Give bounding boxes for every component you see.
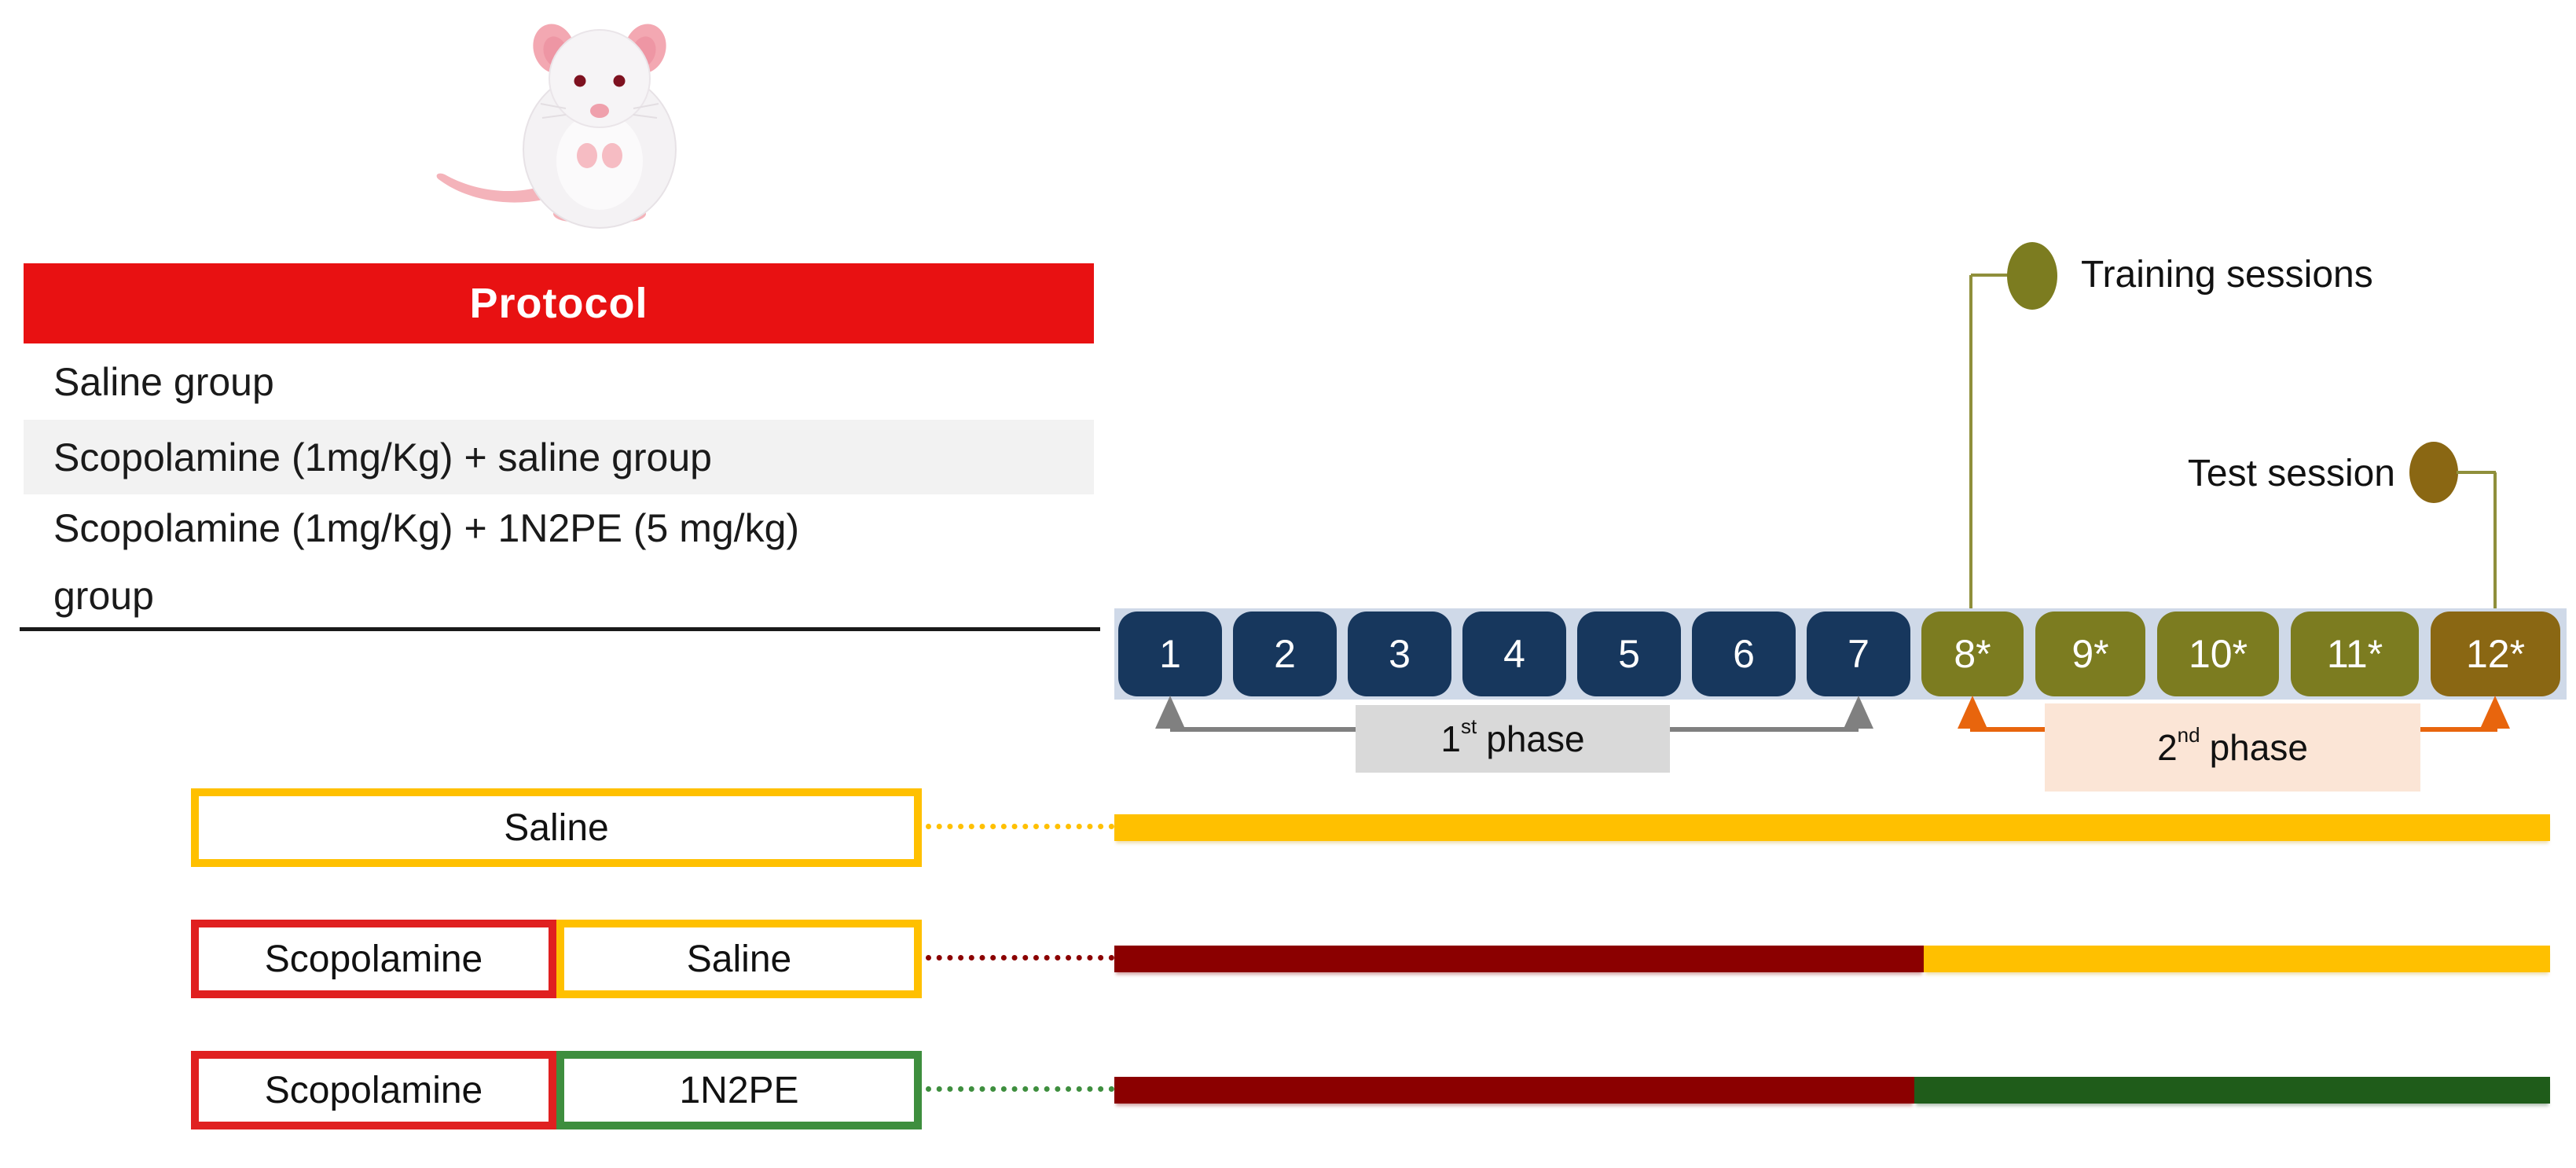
phase1-arrow-day7 [1844, 696, 1873, 729]
timeline-day-8: 8* [1921, 612, 2024, 696]
phase1-ordinal: st [1461, 714, 1477, 738]
group-box-saline: Saline [191, 788, 922, 867]
protocol-row-text: Scopolamine (1mg/Kg) + saline group [53, 435, 712, 479]
treatment-bar [1114, 814, 2550, 841]
group-row-3: Scopolamine 1N2PE [0, 1051, 2576, 1129]
phase1-number: 1 [1440, 718, 1461, 759]
protocol-table-header: Protocol [24, 263, 1094, 343]
dotted-connector [926, 824, 1114, 829]
table-bottom-border [20, 627, 1100, 631]
training-sessions-label: Training sessions [2081, 254, 2373, 296]
training-connector-line [1969, 275, 1972, 612]
timeline-day-9: 9* [2035, 612, 2145, 696]
phase2-number: 2 [2157, 727, 2178, 768]
day-label: 10* [2188, 632, 2248, 676]
bar-segment-dark_red [1114, 946, 1925, 972]
day-label: 12* [2465, 632, 2526, 676]
group-box-label: 1N2PE [679, 1069, 799, 1111]
bar-segment-yellow [1924, 946, 2550, 972]
day-label: 8* [1954, 632, 1991, 676]
group-box-label: Scopolamine [264, 938, 483, 980]
test-connector-line [2493, 472, 2497, 612]
phase2-bracket-line [1970, 727, 2045, 732]
treatment-bar [1114, 946, 2550, 972]
timeline-day-1: 1 [1118, 612, 1222, 696]
phase2-ordinal: nd [2177, 722, 2200, 747]
protocol-title: Protocol [469, 280, 648, 327]
day-label: 9* [2071, 632, 2109, 676]
timeline-day-2: 2 [1233, 612, 1337, 696]
bar-segment-yellow [1114, 814, 2550, 841]
test-connector-line [2457, 471, 2496, 474]
day-label: 3 [1389, 632, 1411, 676]
phase2-arrow-day12 [2480, 696, 2510, 729]
day-label: 1 [1159, 632, 1181, 676]
group-row-2: Scopolamine Saline [0, 920, 2576, 998]
phase1-word: phase [1486, 718, 1585, 759]
group-row-1: Saline [0, 788, 2576, 867]
training-sessions-dot [2007, 242, 2057, 310]
group-box-label: Scopolamine [264, 1069, 483, 1111]
timeline-day-4: 4 [1462, 612, 1566, 696]
day-label: 6 [1733, 632, 1755, 676]
day-label: 5 [1618, 632, 1640, 676]
bar-segment-dark_green [1914, 1077, 2550, 1104]
test-session-dot [2409, 442, 2458, 503]
protocol-table: Protocol Saline group Scopolamine (1mg/K… [24, 263, 1094, 630]
timeline-day-6: 6 [1692, 612, 1796, 696]
bar-segment-dark_red [1114, 1077, 1914, 1104]
dotted-connector [926, 1086, 1114, 1092]
rat-illustration [436, 24, 677, 229]
protocol-row-text: Scopolamine (1mg/Kg) + 1N2PE (5 mg/kg) g… [53, 506, 800, 618]
phase2-arrow-day8 [1958, 696, 1987, 729]
group-box-1n2pe: 1N2PE [556, 1051, 922, 1129]
dotted-connector [926, 955, 1114, 960]
group-box-label: Saline [504, 806, 609, 849]
protocol-row-text: Saline group [53, 359, 274, 404]
timeline-day-7: 7 [1807, 612, 1910, 696]
protocol-row-saline: Saline group [24, 343, 1094, 420]
day-label: 7 [1848, 632, 1870, 676]
day-label: 11* [2326, 632, 2383, 676]
phase1-arrow-day1 [1155, 696, 1185, 729]
timeline-day-3: 3 [1348, 612, 1451, 696]
group-box-scopolamine: Scopolamine [191, 1051, 556, 1129]
training-connector-line [1971, 274, 2010, 277]
timeline-day-5: 5 [1577, 612, 1681, 696]
protocol-row-scopolamine-1n2pe: Scopolamine (1mg/Kg) + 1N2PE (5 mg/kg) g… [24, 494, 1094, 630]
group-box-label: Saline [686, 938, 792, 980]
protocol-row-scopolamine-saline: Scopolamine (1mg/Kg) + saline group [24, 420, 1094, 494]
phase2-word: phase [2209, 727, 2308, 768]
test-session-label: Test session [2187, 453, 2395, 494]
day-label: 2 [1274, 632, 1296, 676]
timeline-day-12: 12* [2431, 612, 2560, 696]
treatment-bar [1114, 1077, 2550, 1104]
group-box-saline: Saline [556, 920, 922, 998]
timeline-day-10: 10* [2157, 612, 2279, 696]
day-label: 4 [1503, 632, 1525, 676]
phase2-bracket-line [2420, 727, 2497, 732]
group-box-scopolamine: Scopolamine [191, 920, 556, 998]
timeline-day-11: 11* [2291, 612, 2419, 696]
